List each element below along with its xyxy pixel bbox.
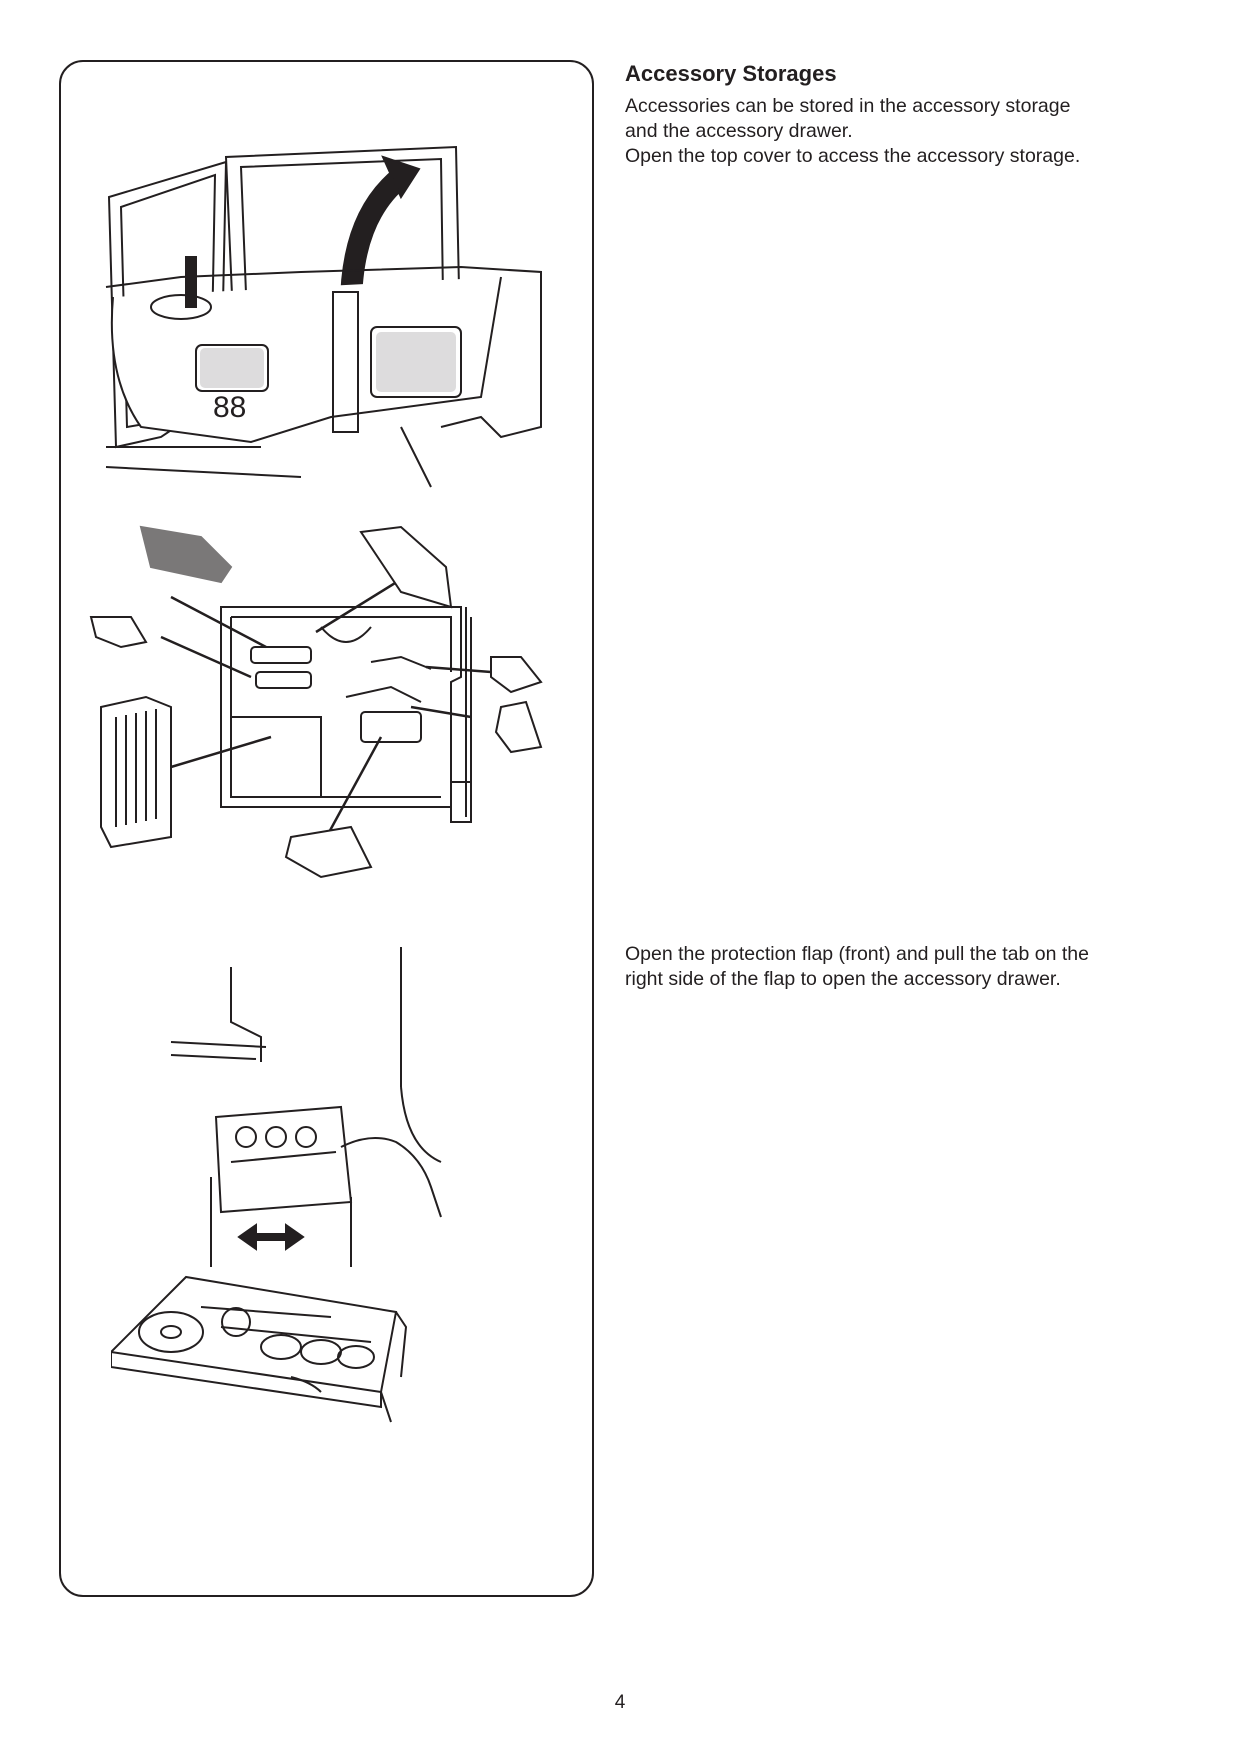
svg-text:88: 88 <box>213 391 246 424</box>
machine-top-cover-icon: 88 <box>105 145 542 488</box>
drawer-line-1: Open the protection flap (front) and pul… <box>625 943 1089 965</box>
accessory-storage-icon <box>89 525 543 879</box>
figure-panel: 88 <box>59 60 594 1597</box>
storage-figure <box>71 507 571 917</box>
intro-line-2: and the accessory drawer. <box>625 120 853 142</box>
section-title: Accessory Storages <box>625 61 837 86</box>
intro-line-3: Open the top cover to access the accesso… <box>625 145 1081 167</box>
drawer-line-2: right side of the flap to open the acces… <box>625 968 1061 990</box>
accessory-drawer-icon <box>111 947 442 1423</box>
page-number: 4 <box>614 1692 626 1713</box>
top-cover-figure: 88 <box>101 97 561 497</box>
intro-paragraph: Accessories can be stored in the accesso… <box>625 94 1185 169</box>
intro-line-1: Accessories can be stored in the accesso… <box>625 95 1071 117</box>
drawer-paragraph: Open the protection flap (front) and pul… <box>625 942 1185 992</box>
drawer-figure <box>111 947 531 1477</box>
